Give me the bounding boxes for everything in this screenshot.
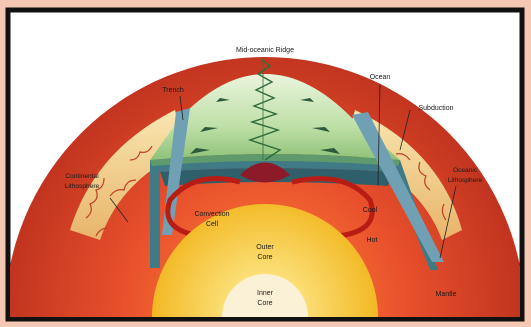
label-inner-core-1: Inner (257, 290, 274, 297)
label-continental-lithosphere-1: Continental (65, 173, 99, 180)
label-mantle: Mantle (435, 291, 456, 298)
label-trench: Trench (162, 87, 184, 94)
label-hot: Hot (367, 237, 378, 244)
label-oceanic-lithosphere-1: Oceanic (453, 167, 478, 174)
label-ocean: Ocean (370, 74, 391, 81)
label-inner-core-2: Core (257, 300, 272, 307)
label-oceanic-lithosphere-2: Lithosphere (448, 177, 483, 184)
label-cool: Cool (363, 207, 378, 214)
label-convection-1: Convection (194, 211, 229, 218)
label-outer-core-2: Core (257, 254, 272, 261)
label-subduction: Subduction (418, 105, 453, 112)
label-continental-lithosphere-2: Lithosphere (65, 183, 100, 190)
label-outer-core-1: Outer (256, 244, 274, 251)
label-mid-oceanic-ridge: Mid-oceanic Ridge (236, 47, 294, 54)
label-convection-2: Cell (206, 221, 219, 228)
